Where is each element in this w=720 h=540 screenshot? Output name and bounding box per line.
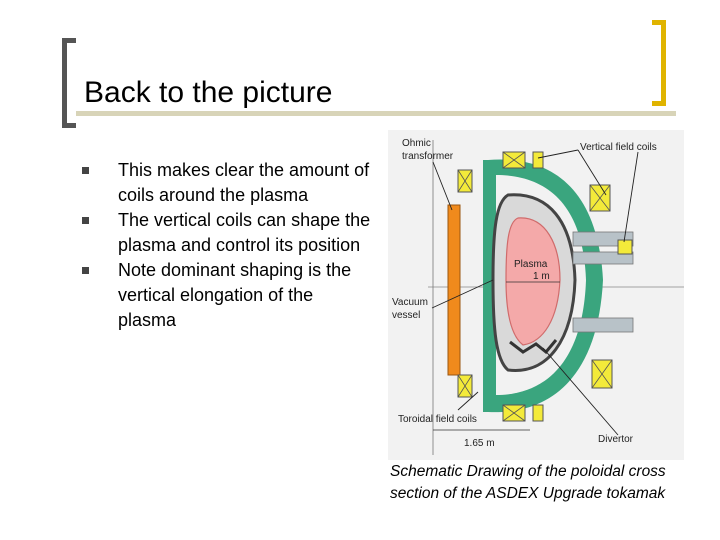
slide-title: Back to the picture	[84, 76, 333, 109]
label-ohmic-2: transformer	[402, 151, 454, 162]
divertor-structure	[509, 339, 558, 355]
bullet-text: Note dominant shaping is the vertical el…	[118, 260, 352, 330]
label-one-m: 1 m	[533, 271, 550, 282]
label-vessel: vessel	[392, 310, 420, 321]
coil-box	[532, 404, 544, 422]
bullet-marker-icon	[82, 267, 89, 274]
title-underline	[76, 111, 676, 116]
title-bracket-left	[62, 38, 76, 128]
bullet-text: This makes clear the amount of coils aro…	[118, 160, 370, 205]
port-lower	[572, 317, 634, 333]
ohmic-transformer	[447, 204, 461, 376]
plasma-shape	[505, 217, 561, 346]
tokamak-schematic: Ohmic transformer Vertical field coils P…	[388, 130, 684, 460]
label-vacuum: Vacuum	[392, 297, 428, 308]
port-middle	[572, 251, 634, 265]
caption-line-1: Schematic Drawing of the poloidal cross	[390, 463, 666, 480]
label-plasma: Plasma	[514, 259, 548, 270]
figure-caption: Schematic Drawing of the poloidal cross …	[390, 461, 720, 505]
bullet-list: This makes clear the amount of coils aro…	[82, 158, 372, 333]
bullet-item: Note dominant shaping is the vertical el…	[82, 258, 372, 333]
label-divertor: Divertor	[598, 434, 634, 445]
label-vertical-coils: Vertical field coils	[580, 142, 657, 153]
bullet-item: The vertical coils can shape the plasma …	[82, 208, 372, 258]
label-dimension: 1.65 m	[464, 438, 495, 449]
caption-line-2: section of the ASDEX Upgrade tokamak	[390, 485, 666, 502]
bullet-marker-icon	[82, 217, 89, 224]
coil-box	[532, 151, 544, 169]
coil-box	[617, 239, 633, 255]
label-ohmic: Ohmic	[402, 138, 431, 149]
title-bracket-right	[652, 20, 666, 106]
bullet-text: The vertical coils can shape the plasma …	[118, 210, 371, 255]
bullet-item: This makes clear the amount of coils aro…	[82, 158, 372, 208]
bullet-marker-icon	[82, 167, 89, 174]
label-toroidal: Toroidal field coils	[398, 414, 477, 425]
